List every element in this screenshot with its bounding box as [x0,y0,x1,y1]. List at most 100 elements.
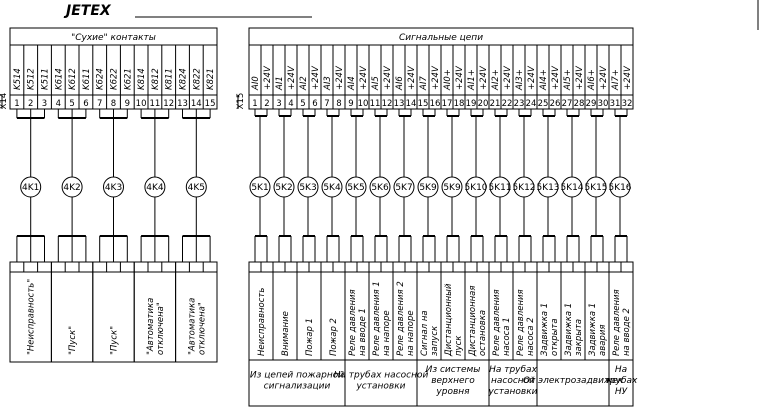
signal-description-line: открыта [550,318,560,356]
signal-name: AI6+ [587,69,597,91]
x14-terminal: 9 [125,99,130,109]
dry-contact-desc-box [175,271,218,363]
signal-group-label: установки [355,382,405,392]
relay-label: 5K7 [395,183,412,193]
x15-terminal: 10 [358,99,369,109]
signal-description-line: авария [598,325,608,356]
signal-description-line: Реле давления [348,289,358,356]
signal-description-line: Дистанционная [468,285,478,357]
x15-terminal: 27 [562,99,573,109]
signal-description-line: Внимание [281,311,291,356]
signal-name: +24V [623,65,633,90]
x14-terminal: 6 [83,99,88,109]
dry-contact-signal: K512 [27,68,37,90]
x15-terminal: 20 [478,99,489,109]
dry-contact-signal: K824 [179,68,189,90]
dry-contact-desc-terminal [175,261,218,273]
dry-contact-desc-terminal [9,261,52,273]
signal-name: +24V [551,65,561,90]
signal-name: AI2 [299,76,309,91]
dry-contact-description: "Неисправность" [27,279,37,355]
signal-name: AI3+ [515,69,525,91]
signal-name: AI0 [251,76,261,91]
signal-description-line: Реле давления [492,289,502,356]
signal-description-line: на вводе 2 [622,308,632,356]
dry-contact-signal: K612 [68,68,78,90]
x15-terminal: 31 [610,99,621,109]
signal-description-line: Дистанционный [444,283,454,357]
dry-contact-description-line: "Неисправность" [27,279,37,355]
dry-contact-signal: K822 [192,68,202,90]
x15-terminal: 7 [324,99,329,109]
signal-name: AI1 [275,76,285,91]
signal-name: AI5+ [563,69,573,91]
x14-terminal: 4 [56,99,61,109]
signal-group-label: верхнего [431,376,475,386]
relay-label: 5K5 [347,183,364,193]
signal-group-label: Из цепей пожарной [250,371,344,381]
signal-name: +24V [359,65,369,90]
signal-name: AI6 [395,76,405,91]
signal-group-label: На трубах [489,365,537,375]
signal-group-label: От электрозадвижек [523,376,624,386]
signal-description-line: Реле давления 2 [396,281,406,356]
x15-terminal: 8 [336,99,341,109]
signal-name: AI1+ [467,69,477,91]
signal-description-line: остановка [478,310,488,356]
x15-terminal: 28 [574,99,585,109]
relay-label: 5K14 [560,183,583,193]
dry-contact-signal: K812 [151,68,161,90]
x15-terminal: 1 [252,99,257,109]
dry-contact-description-line: "Автоматика [146,298,156,355]
signal-name: +24V [575,65,585,90]
x15-terminal: 24 [526,99,537,109]
x15-terminal: 29 [586,99,597,109]
dry-contact-desc-terminal [92,261,135,273]
signal-name: AI7+ [611,69,621,91]
relay-4k3: 4K3"Пуск" [92,109,135,363]
relay-label: 5K13 [536,183,559,193]
x15-terminal: 2 [264,99,269,109]
relay-label: 5K11 [488,183,511,193]
x15-terminal: 13 [394,99,405,109]
x14-terminal: 12 [163,99,174,109]
x15-terminal: 12 [382,99,393,109]
relay-label: 5K10 [464,183,487,193]
x14-terminal: 7 [97,99,102,109]
x15-terminal: 21 [490,99,501,109]
signal-description-line: Неисправность [257,288,267,356]
x15-terminal: 19 [466,99,477,109]
signal-circuits-block: Сигнальные цепиX15AI01+24V2AI13+24V4AI25… [236,27,638,407]
signal-name: +24V [263,65,273,90]
dry-contact-signal: K622 [110,68,120,90]
relay-label: 5K9 [443,183,461,193]
x15-terminal: 14 [406,99,417,109]
dry-contact-signal: K811 [165,68,175,90]
signal-name: +24V [503,65,513,90]
relay-label: 4K1 [22,183,39,193]
relay-4k1: 4K1 "Неисправность" [9,109,52,363]
relay-4k2: 4K2"Пуск" [50,109,94,363]
signal-description-line: на напоре [406,310,416,356]
signal-name: +24V [407,65,417,90]
signal-name: +24V [527,65,537,90]
signal-group-box [608,359,634,407]
